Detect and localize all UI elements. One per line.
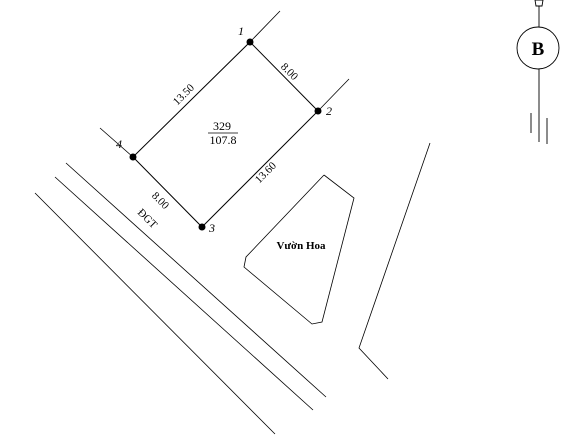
vertex-label-2: 2 [326, 104, 332, 118]
neighbour-line-right [317, 78, 350, 112]
vertex-label-4: 4 [116, 137, 122, 151]
north-arrow [516, 0, 560, 144]
road [34, 162, 327, 435]
road-line-1 [34, 192, 276, 435]
garden-area-outline [243, 174, 355, 325]
vertex-point-2 [314, 107, 322, 115]
vertex-label-3: 3 [208, 221, 215, 235]
vertex-point-4 [129, 153, 137, 161]
edge-length-1-2: 8.00 [278, 61, 300, 83]
neighbour-line-left [99, 127, 134, 158]
neighbour-line-top [249, 10, 281, 43]
vertex-point-3 [198, 223, 206, 231]
vertex-label-1: 1 [238, 24, 244, 38]
vertex-points [129, 38, 322, 231]
garden-label: Vườn Hoa [276, 240, 326, 252]
edge-length-2-3: 13.60 [253, 160, 279, 186]
neighbour-boundary-lines [99, 10, 350, 158]
north-arrow-circle [516, 26, 560, 70]
north-symbol-label: B [532, 39, 545, 60]
vertex-point-1 [246, 38, 254, 46]
edge-length-4-1: 13.50 [171, 82, 197, 108]
road-line-3 [65, 162, 327, 398]
road-line-2 [54, 176, 314, 411]
parcel-number: 329 [213, 119, 231, 133]
parcel-area: 107.8 [210, 133, 237, 147]
north-arrow-head-icon [534, 0, 544, 7]
road-label: ĐGT [135, 207, 160, 232]
right-boundary-line [358, 142, 431, 380]
